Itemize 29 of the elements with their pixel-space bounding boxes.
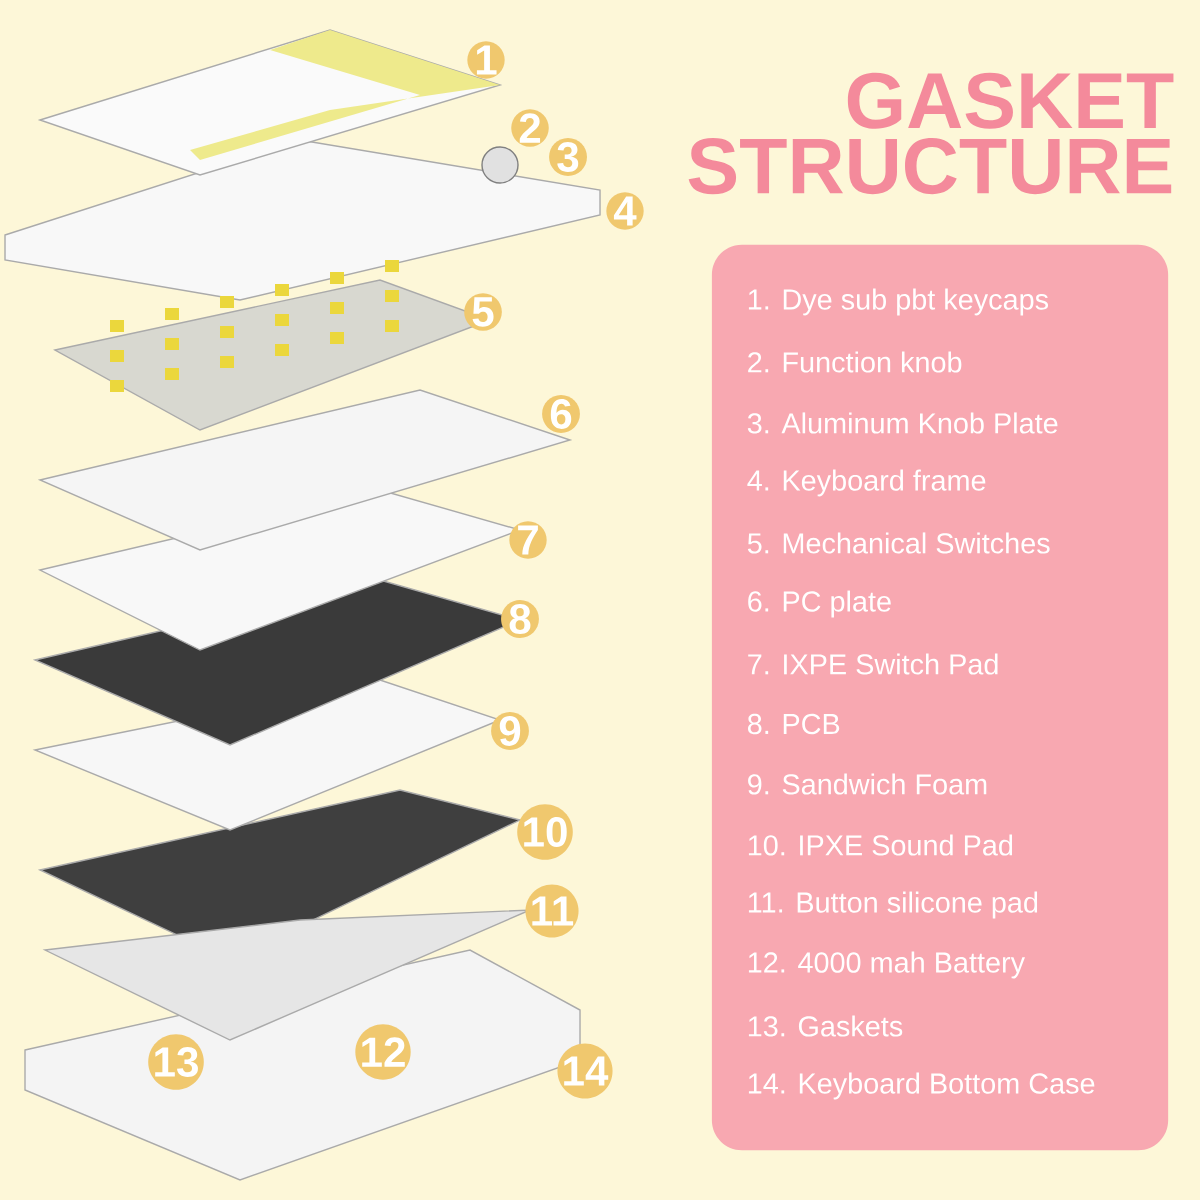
list-item: 11. Button silicone pad [748, 891, 1038, 919]
list-item: 6. PC plate [748, 590, 891, 618]
list-item: 10. IPXE Sound Pad [748, 834, 1013, 856]
list-item: 1. Dye sub pbt keycaps [748, 288, 1049, 316]
list-item: 7. IXPE Switch Pad [748, 653, 998, 675]
list-item: 9. Sandwich Foam [748, 773, 987, 795]
list-item: 13. Gaskets [748, 1015, 903, 1037]
list-item: 12. 4000 mah Battery [748, 951, 1025, 979]
callout-number: 2 [511, 109, 549, 147]
callout-number: 6 [542, 395, 580, 433]
list-item: 8. PCB [748, 713, 840, 735]
callout-number: 4 [606, 192, 644, 230]
list-item: 5. Mechanical Switches [747, 532, 1050, 554]
list-item: 4. Keyboard frame [747, 469, 986, 497]
callout-number: 12 [355, 1024, 411, 1080]
callout-number: 8 [501, 600, 539, 638]
callout-number: 3 [549, 138, 587, 176]
callout-number: 5 [464, 293, 502, 331]
callout-number: 10 [517, 804, 573, 860]
list-item: 14. Keyboard Bottom Case [748, 1072, 1095, 1100]
callout-number: 11 [525, 884, 579, 938]
callout-number: 1 [467, 41, 505, 79]
list-item: 2. Function knob [748, 351, 962, 373]
callout-number: 9 [491, 712, 529, 750]
title: GASKET STRUCTURE [688, 72, 1174, 195]
list-item: 3. Aluminum Knob Plate [747, 412, 1058, 434]
callout-number: 13 [148, 1034, 204, 1090]
callout-number: 14 [557, 1043, 613, 1099]
callout-number: 7 [509, 521, 547, 559]
